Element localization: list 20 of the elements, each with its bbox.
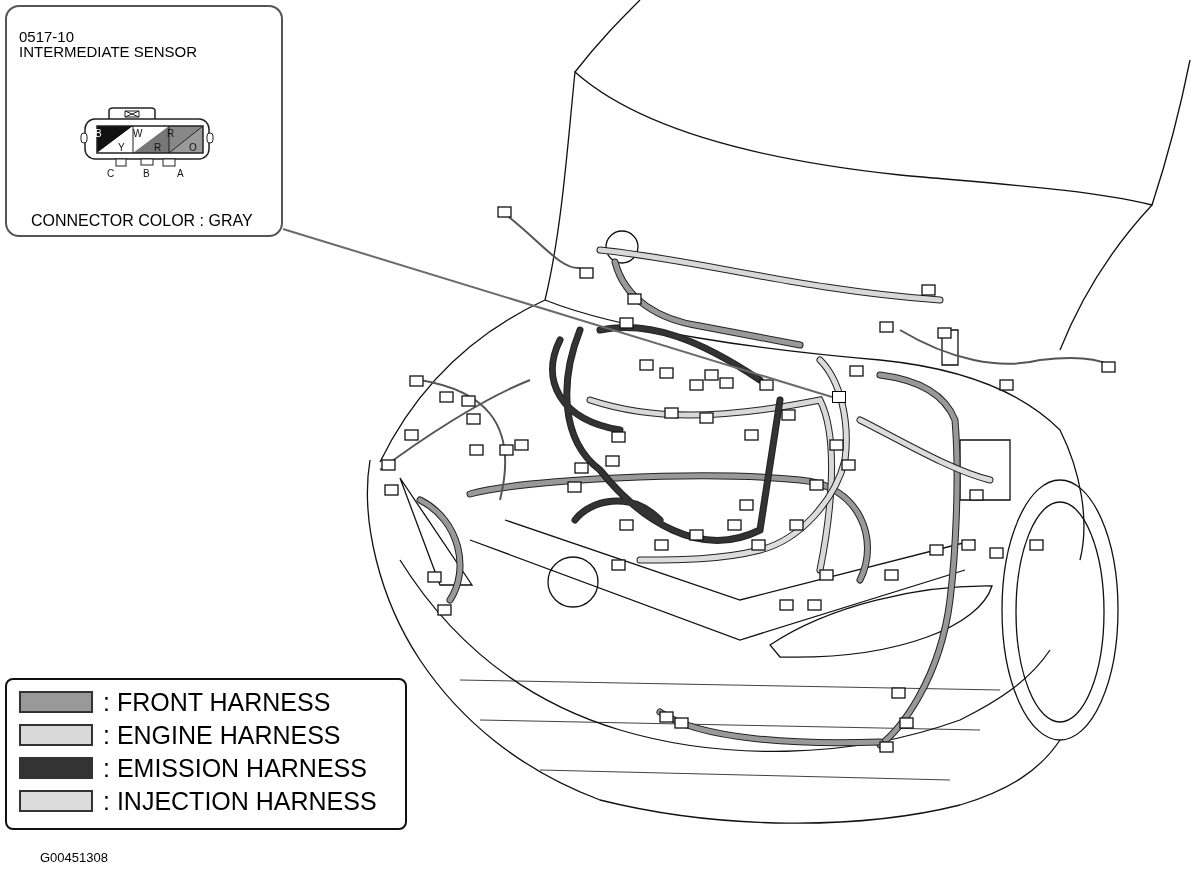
legend-label: : FRONT HARNESS (103, 689, 331, 715)
pin-label: R (154, 143, 162, 153)
figure-code: G00451308 (40, 849, 108, 867)
connector-title: INTERMEDIATE SENSOR (19, 44, 198, 59)
pin-label: Y (118, 143, 125, 153)
legend-label: : EMISSION HARNESS (103, 755, 367, 781)
pin-label: R (167, 129, 175, 139)
leader-line (282, 228, 833, 398)
legend-label: : INJECTION HARNESS (103, 788, 377, 814)
pin-label: W (133, 129, 143, 139)
connector-callout-box (5, 5, 283, 237)
pin-label: B (143, 169, 150, 179)
pin-label: B (95, 129, 102, 139)
pin-label: O (189, 143, 197, 153)
pin-label: C (107, 169, 115, 179)
connector-color-note: CONNECTOR COLOR : GRAY (31, 212, 253, 229)
connector-code: 0517-10 (19, 29, 75, 44)
legend-label: : ENGINE HARNESS (103, 722, 341, 748)
pin-label: A (177, 169, 184, 179)
sensor-connector (832, 391, 846, 403)
